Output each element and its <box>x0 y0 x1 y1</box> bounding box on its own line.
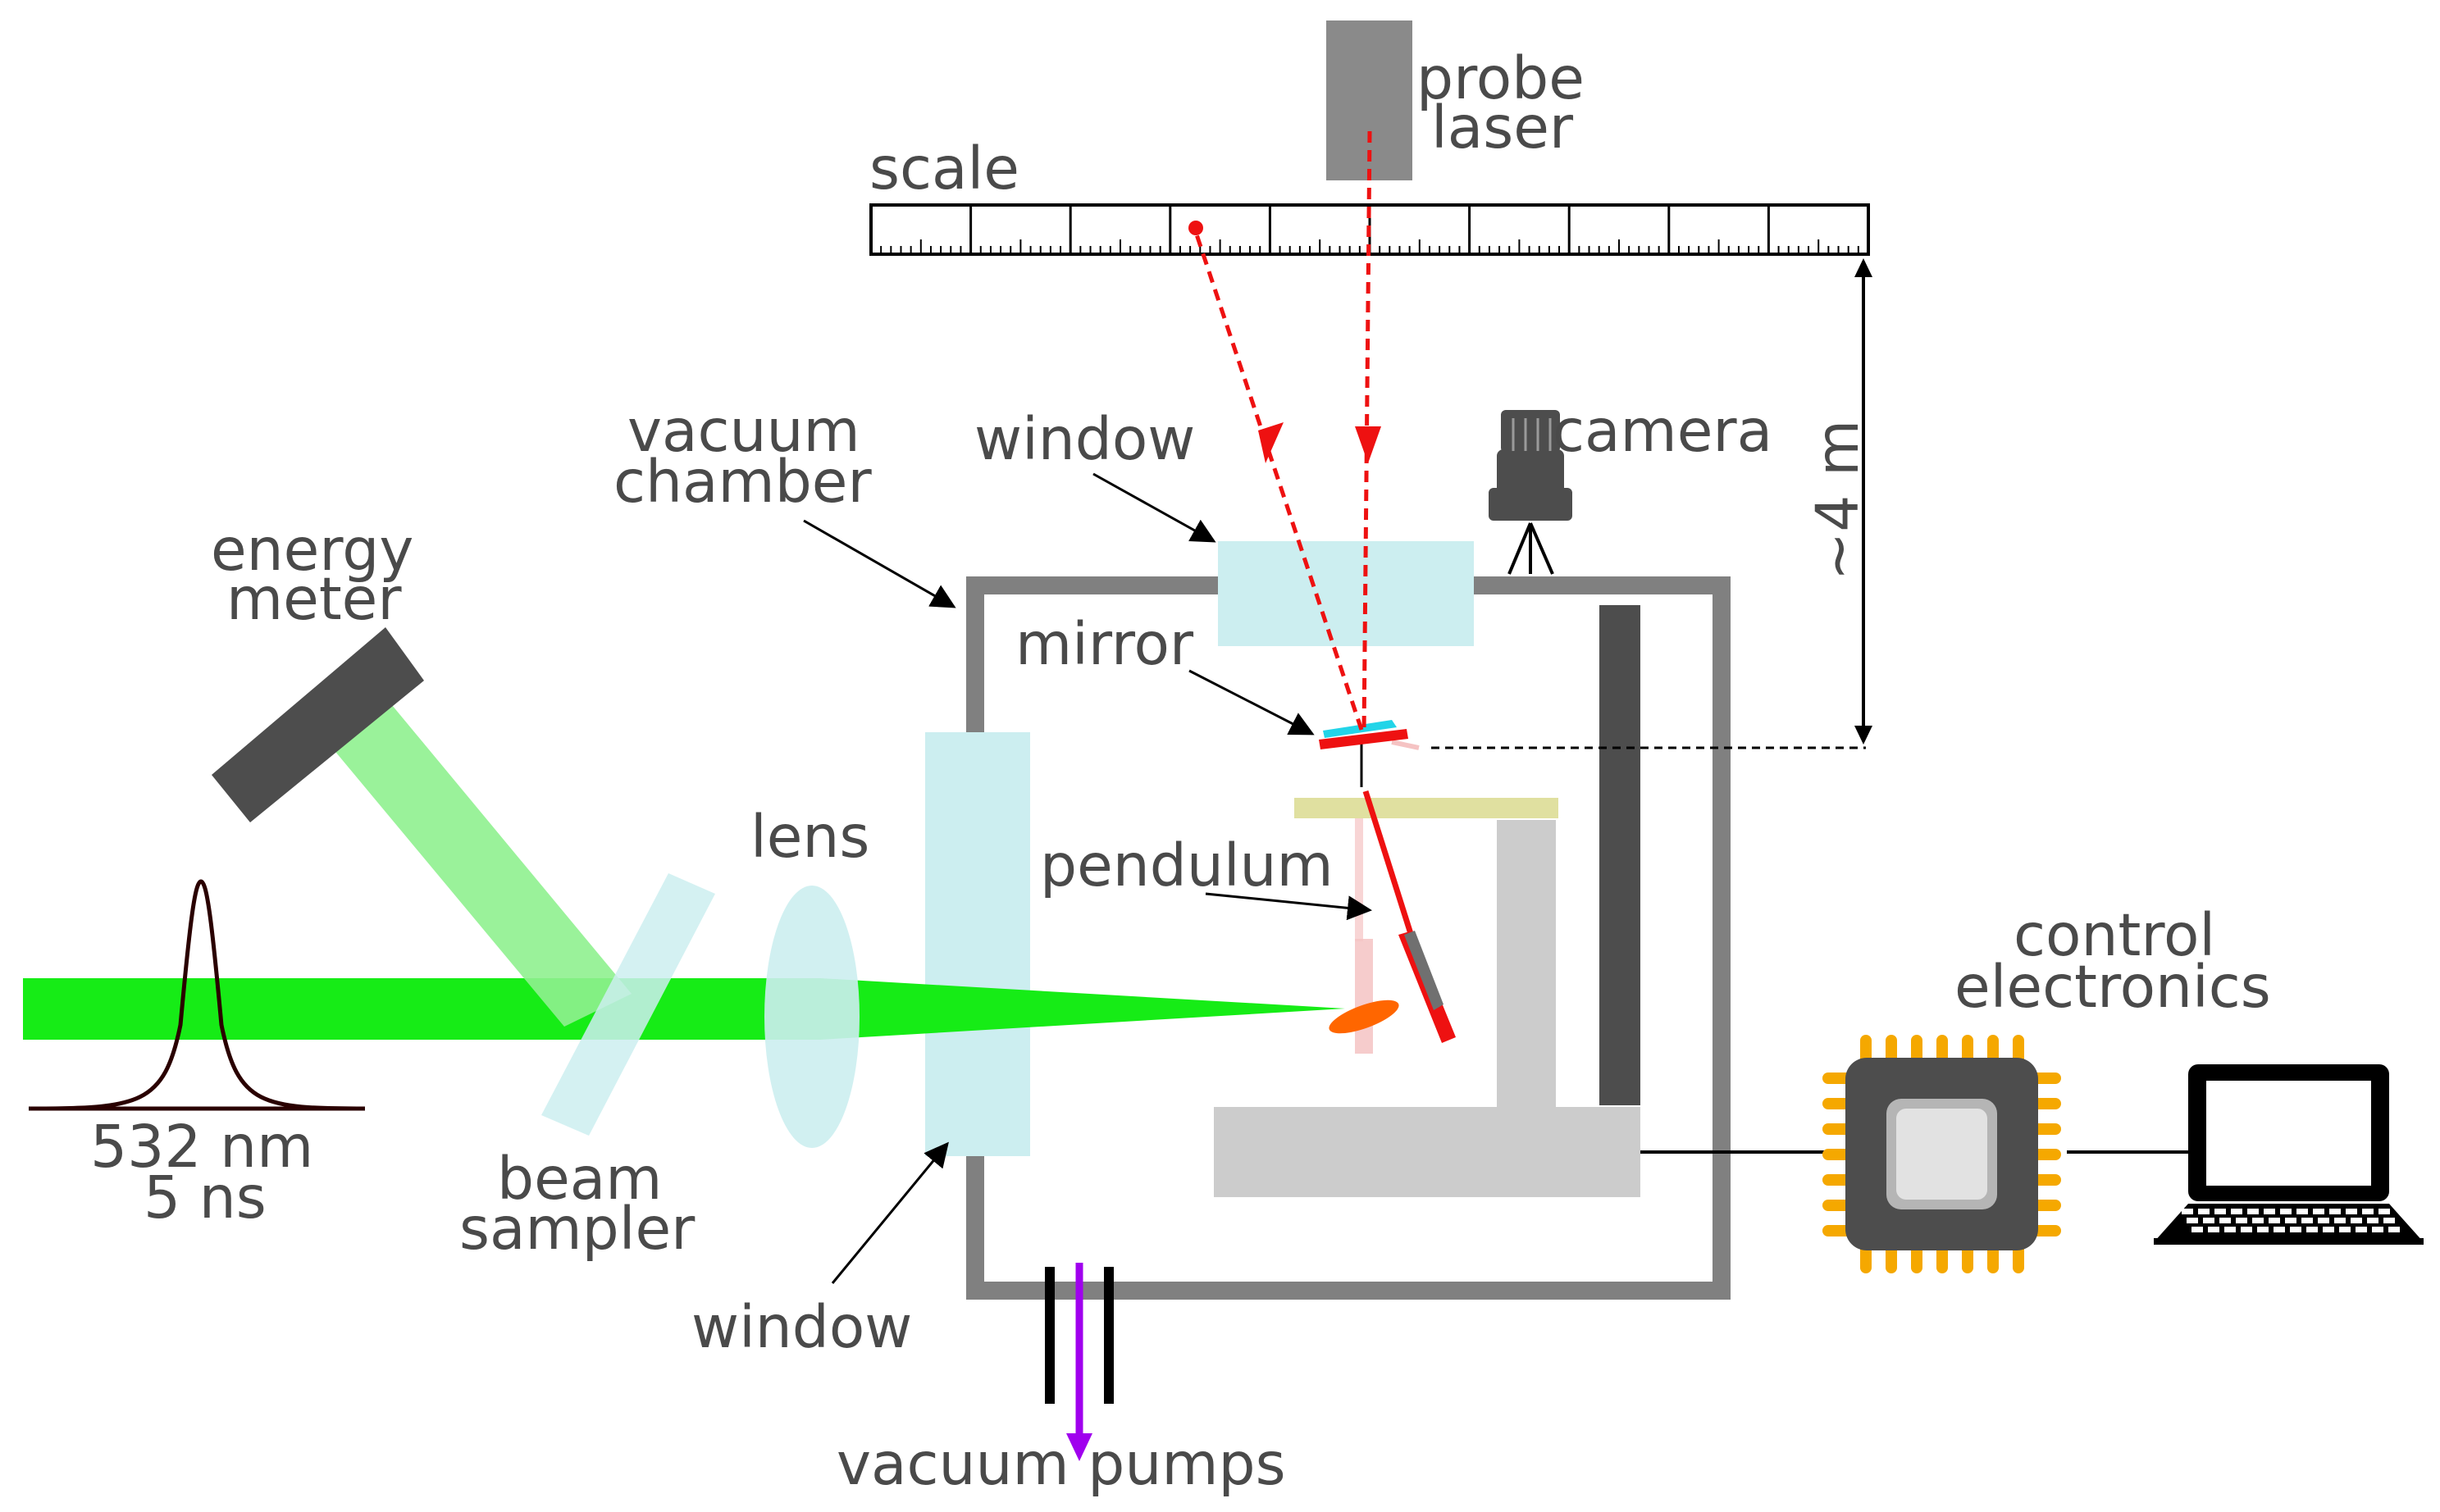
beam-sampler-label-line2: sampler <box>459 1195 696 1263</box>
energy-meter-label-line1: energy <box>211 516 413 584</box>
laptop-icon <box>2154 1064 2424 1245</box>
window-top-label: window <box>974 405 1195 473</box>
wavelength-label: 532 nm <box>90 1113 313 1181</box>
pulse-duration-label: 5 ns <box>144 1164 267 1232</box>
pendulum-top-plate <box>1294 798 1558 818</box>
camera-label: camera <box>1553 397 1772 465</box>
control-electronics-label-line2: electronics <box>1954 953 2271 1021</box>
vacuum-chamber-label-line1: vacuum <box>627 397 860 465</box>
scale-label: scale <box>869 134 1019 203</box>
distance-label: ~4 m <box>1804 420 1872 581</box>
probe-beam <box>1188 130 1381 735</box>
support-column <box>1497 820 1556 1107</box>
chip-icon <box>1822 1035 2061 1273</box>
pendulum-label: pendulum <box>1040 831 1334 899</box>
lens-label: lens <box>750 803 869 871</box>
chamber-inner-bar <box>1599 605 1640 1105</box>
pendulum <box>1329 740 1456 1054</box>
probe-laser-label-line1: probe <box>1416 44 1585 112</box>
support-base <box>1214 1107 1640 1197</box>
camera-icon <box>1489 410 1572 575</box>
mirror-label: mirror <box>1015 610 1194 678</box>
beam-sampler-label-line1: beam <box>497 1145 662 1213</box>
pulse-shape <box>28 879 366 1111</box>
lens <box>764 886 860 1148</box>
window-side <box>925 732 1030 1156</box>
control-electronics-label-line1: control <box>2014 901 2215 969</box>
window-bottom-label: window <box>691 1293 912 1361</box>
energy-meter-icon <box>212 627 424 822</box>
vacuum-chamber-label-line2: chamber <box>613 448 872 516</box>
pointer-arrows <box>803 472 1372 1284</box>
energy-meter-label-line2: meter <box>226 565 402 633</box>
vacuum-pumps-label: vacuum pumps <box>837 1430 1286 1498</box>
probe-laser-label-line2: laser <box>1431 93 1574 162</box>
window-top <box>1218 541 1474 646</box>
distance-indicator <box>1431 258 1872 749</box>
vacuum-pump-arrow <box>1066 1263 1092 1461</box>
vacuum-pump-tubes <box>1045 1267 1114 1404</box>
beam-sampler <box>541 873 715 1136</box>
sampled-beam <box>324 705 632 1027</box>
main-beam <box>23 978 1345 1040</box>
